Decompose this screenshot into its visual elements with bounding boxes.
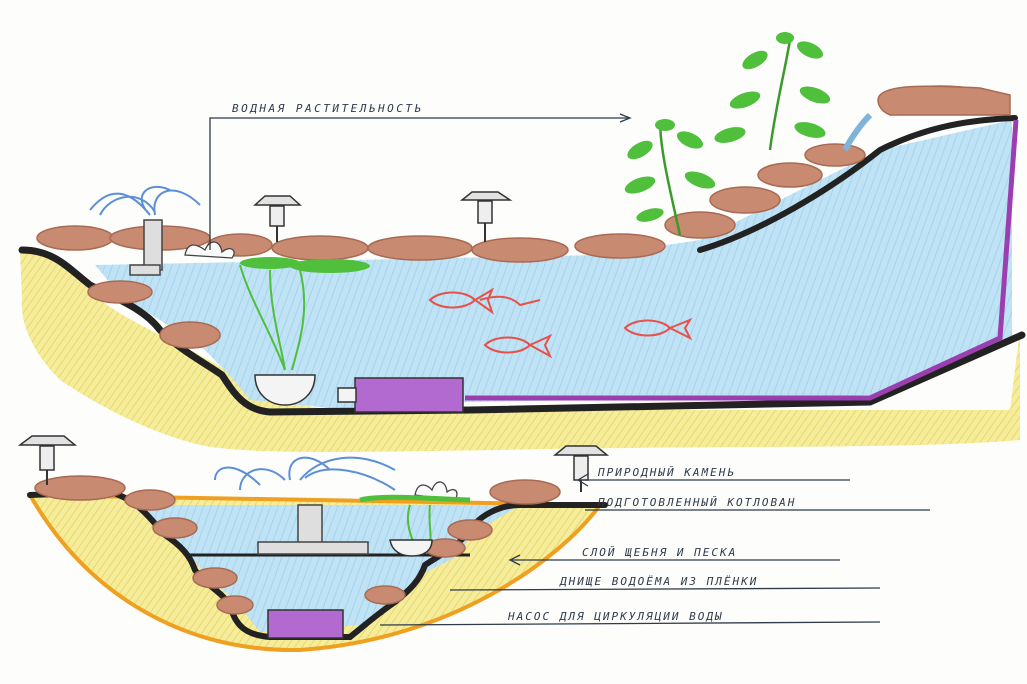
label-natural-stone: ПРИРОДНЫЙ КАМЕНЬ	[597, 466, 736, 479]
bottom-cross-section: ПРИРОДНЫЙ КАМЕНЬ ПОДГОТОВЛЕННЫЙ КОТЛОВАН…	[20, 436, 930, 650]
label-prepared-pit: ПОДГОТОВЛЕННЫЙ КОТЛОВАН	[597, 496, 796, 509]
label-gravel-sand-layer: СЛОЙ ЩЕБНЯ И ПЕСКА	[582, 546, 737, 559]
pond-water	[95, 120, 1012, 408]
garden-lamp	[255, 196, 300, 242]
small-pump	[268, 610, 343, 638]
label-aquatic-plants: ВОДНАЯ РАСТИТЕЛЬНОСТЬ	[232, 102, 424, 115]
pump	[338, 378, 463, 412]
label-film-bottom: ДНИЩЕ ВОДОЁМА ИЗ ПЛЁНКИ	[559, 575, 758, 588]
label-circulation-pump: НАСОС ДЛЯ ЦИРКУЛЯЦИИ ВОДЫ	[507, 610, 724, 623]
top-cross-section: ВОДНАЯ РАСТИТЕЛЬНОСТЬ	[20, 32, 1022, 452]
garden-lamp	[462, 192, 510, 242]
leader-film	[450, 588, 880, 590]
